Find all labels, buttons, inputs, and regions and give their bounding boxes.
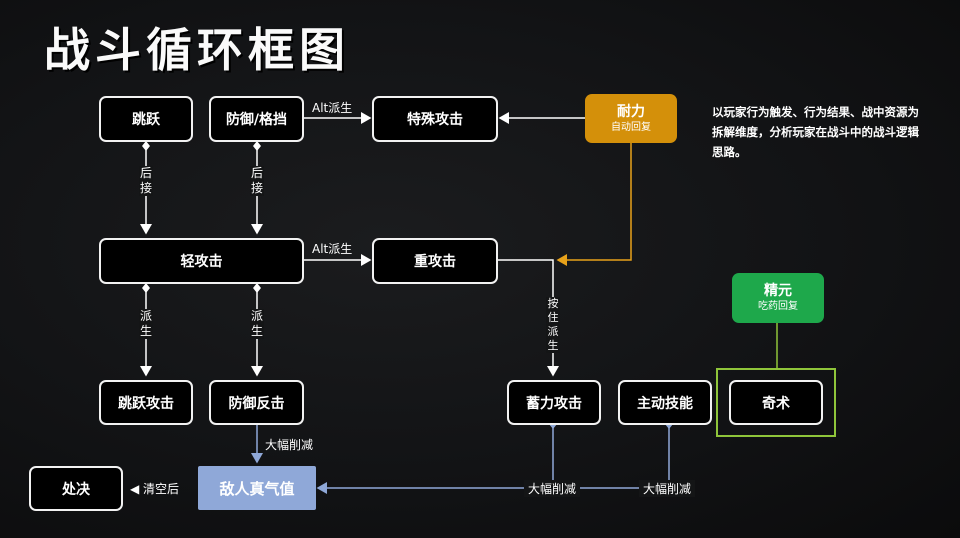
node-heavy-attack: 重攻击 (372, 238, 498, 284)
label-derive-right: 派生 (250, 309, 264, 339)
magic-frame (716, 368, 836, 437)
node-essence: 精元 吃药回复 (732, 273, 824, 323)
node-active-skill: 主动技能 (618, 380, 712, 425)
label-hold-derive: 按住派生 (546, 297, 560, 353)
label-big-cut-skill: 大幅削减 (639, 480, 696, 497)
essence-title: 精元 (764, 283, 792, 299)
description-text: 以玩家行为触发、行为结果、战中资源为拆解维度，分析玩家在战斗中的战斗逻辑思路。 (712, 105, 919, 159)
label-derive-left: 派生 (139, 309, 153, 339)
node-jump-attack: 跳跃攻击 (99, 380, 193, 425)
label-followup-left: 后接 (139, 166, 153, 196)
node-magic: 奇术 (729, 380, 823, 425)
label-big-cut-charge: 大幅削减 (524, 480, 581, 497)
node-defend-block: 防御/格挡 (209, 96, 304, 142)
node-stamina: 耐力 自动回复 (585, 94, 677, 143)
node-charge-attack: 蓄力攻击 (507, 380, 601, 425)
stamina-subtitle: 自动回复 (611, 121, 651, 133)
node-jump: 跳跃 (99, 96, 193, 142)
node-light-attack: 轻攻击 (99, 238, 304, 284)
label-clear-after: ◀ 清空后 (130, 482, 180, 496)
node-enemy-poise: 敌人真气值 (198, 466, 316, 510)
label-alt-derive-mid: Alt派生 (312, 242, 353, 256)
label-big-cut-counter: 大幅削减 (265, 438, 314, 452)
label-alt-derive-top: Alt派生 (312, 101, 353, 115)
stamina-title: 耐力 (617, 103, 645, 120)
node-special-attack: 特殊攻击 (372, 96, 498, 142)
label-followup-right: 后接 (250, 166, 264, 196)
node-execute: 处决 (29, 466, 123, 511)
node-defend-counter: 防御反击 (209, 380, 304, 425)
page-title: 战斗循环框图 (44, 23, 350, 77)
essence-subtitle: 吃药回复 (758, 301, 798, 312)
